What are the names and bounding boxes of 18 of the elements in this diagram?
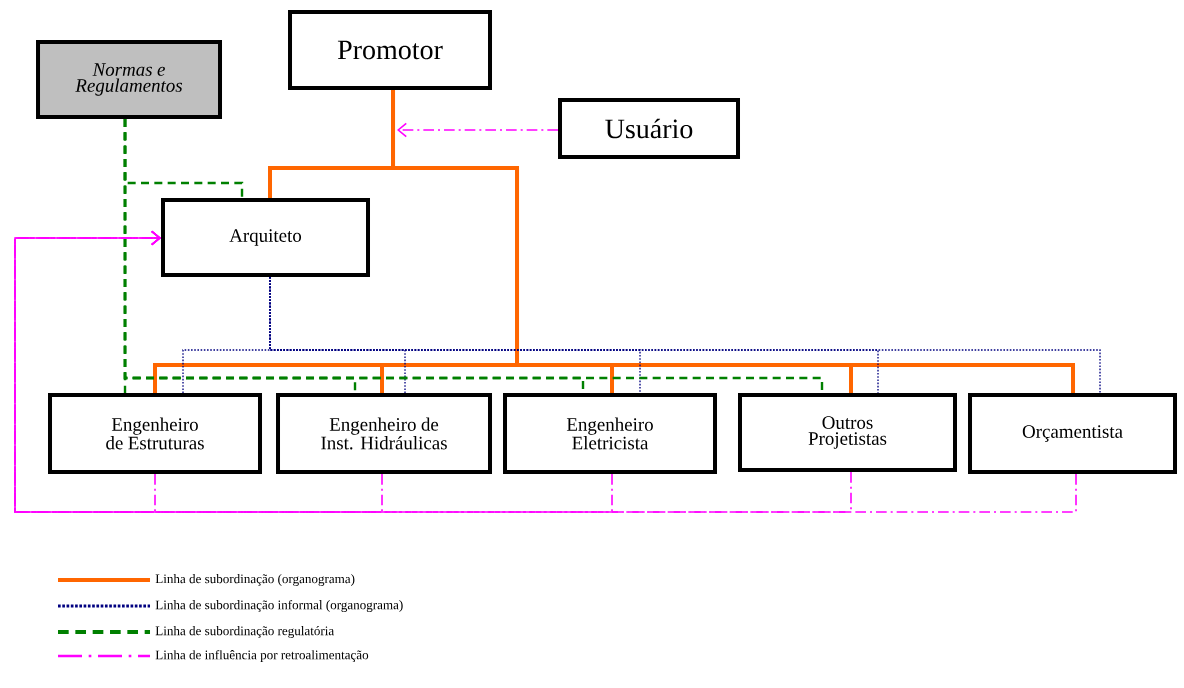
connector — [397, 122, 559, 138]
box: Engenheiro Eletricista — [503, 393, 717, 474]
legend-text: Linha de subordinação regulatória — [155, 626, 334, 638]
box: Orçamentista — [968, 393, 1177, 474]
legend-text: Linha de influência por retroalimentação — [155, 650, 369, 662]
box: Engenheiro de Estruturas — [48, 393, 262, 474]
box: Normas e Regulamentos — [36, 40, 222, 119]
connector — [14, 230, 1077, 513]
connector — [123, 119, 824, 393]
connector — [269, 276, 1101, 394]
connector — [391, 90, 1075, 393]
legend-text: Linha de subordinação (organograma) — [155, 574, 355, 586]
box: Arquiteto — [161, 198, 370, 277]
legend-text: Linha de subordinação informal (organograma) — [155, 600, 403, 612]
box: Outros Projetistas — [738, 393, 957, 472]
box: Usuário — [558, 98, 740, 159]
box: Engenheiro de Inst. Hidráulicas — [276, 393, 492, 474]
box: Promotor — [288, 10, 492, 90]
